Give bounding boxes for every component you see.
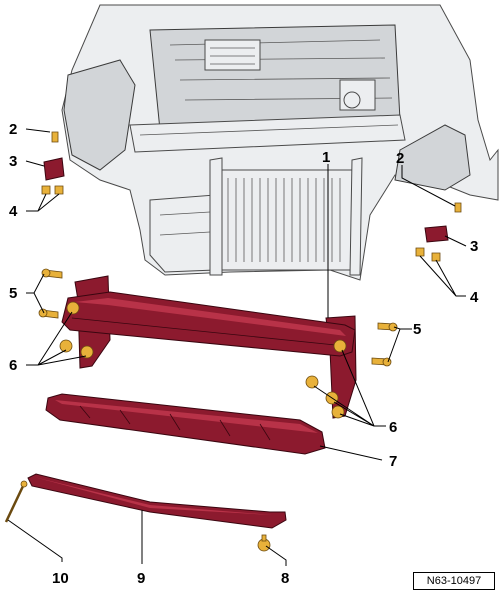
right-headlight-housing — [394, 124, 471, 191]
trim-clip — [4, 480, 28, 523]
callout-9: 9 — [137, 570, 145, 587]
energy-absorber — [45, 393, 326, 455]
vehicle-front-body — [61, 4, 499, 281]
left-bracket — [43, 157, 65, 181]
right-guide-bolt — [454, 202, 462, 213]
leader-lines — [7, 128, 467, 566]
right-nut-a — [415, 247, 425, 257]
left-headlight-housing — [63, 59, 136, 171]
callout-10: 10 — [52, 570, 69, 587]
callout-6-left: 6 — [9, 357, 17, 374]
radiator — [221, 169, 353, 271]
left-guide-bolt — [51, 131, 59, 143]
left-mounting-hardware — [41, 131, 65, 195]
callout-5-right: 5 — [413, 321, 421, 338]
callout-labels: 2 3 4 1 2 3 4 5 5 6 6 7 10 9 8 — [9, 121, 479, 587]
callout-2-right: 2 — [396, 150, 404, 167]
right-mounting-hardware — [415, 202, 462, 262]
right-bracket — [424, 225, 449, 243]
bumper-reinforcement-beam — [61, 275, 357, 419]
callout-2-left: 2 — [9, 121, 17, 138]
callout-3-left: 3 — [9, 153, 17, 170]
callout-8: 8 — [281, 570, 289, 587]
nuts-6 — [59, 301, 347, 419]
right-nut-b — [431, 252, 441, 262]
left-nut-a — [41, 185, 51, 195]
callout-7: 7 — [389, 453, 397, 470]
lower-trim-strip — [27, 473, 287, 529]
left-nut-b — [54, 185, 64, 195]
callout-5-left: 5 — [9, 285, 17, 302]
callout-1: 1 — [322, 149, 330, 166]
callout-3-right: 3 — [470, 238, 478, 255]
upper-cross-member — [129, 114, 406, 153]
drawing-reference-code: N63-10497 — [413, 572, 495, 590]
callout-4-left: 4 — [9, 203, 18, 220]
callout-4-right: 4 — [470, 289, 479, 306]
callout-6-right: 6 — [389, 419, 397, 436]
screw-8 — [257, 534, 271, 552]
